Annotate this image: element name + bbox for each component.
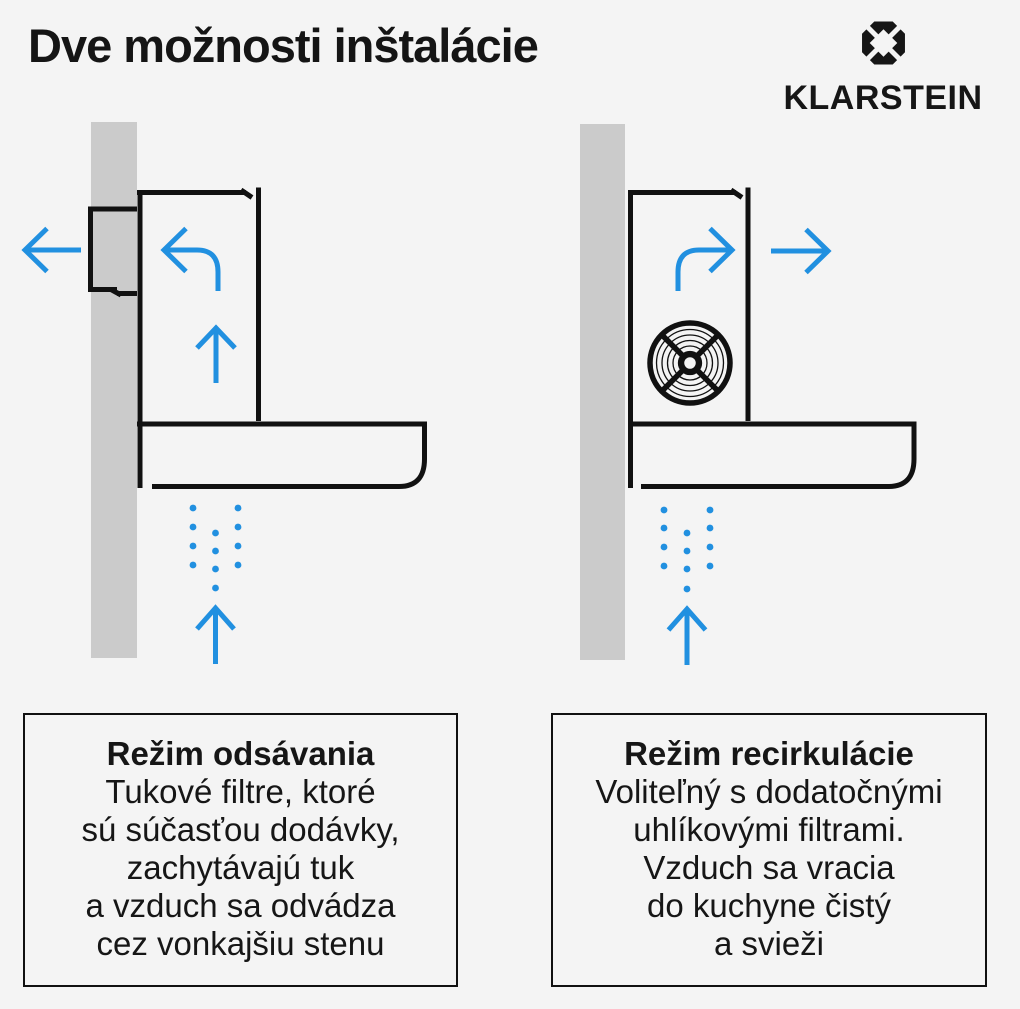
- caption-line: uhlíkovými filtrami.: [633, 811, 905, 848]
- airflow-arrow-up-chimney: [195, 324, 237, 383]
- caption-line: zachytávajú tuk: [126, 849, 355, 886]
- airflow-arrow-curved-right: [675, 226, 736, 291]
- airflow-arrow-out-left: [21, 226, 81, 274]
- airflow-arrow-out-right: [771, 227, 832, 275]
- steam-dots: [189, 504, 242, 592]
- chimney-outline: [137, 187, 261, 488]
- installation-diagrams: [21, 122, 917, 665]
- fan-icon: [647, 320, 733, 406]
- steam-dots: [660, 506, 714, 593]
- airflow-arrow-curved-left: [160, 226, 221, 291]
- caption-line: Voliteľný s dodatočnými: [595, 773, 943, 810]
- airflow-arrow-up-intake: [195, 604, 236, 664]
- airflow-arrow-up-intake: [666, 605, 708, 665]
- caption-box-recirculation: Režim recirkulácie Voliteľný s dodatočný…: [551, 713, 987, 987]
- recirculation-diagram: [580, 124, 917, 665]
- hood-body-outline: [628, 421, 917, 489]
- wall-duct-outline: [88, 206, 137, 298]
- caption-line: Vzduch sa vracia: [643, 849, 895, 886]
- caption-line: a svieži: [713, 925, 825, 962]
- caption-line: cez vonkajšiu stenu: [96, 925, 385, 962]
- klarstein-octagon-icon: [859, 20, 907, 66]
- caption-title: Režim odsávania: [106, 735, 375, 772]
- page-title: Dve možnosti inštalácie: [28, 19, 539, 72]
- caption-line: sú súčasťou dodávky,: [81, 811, 400, 848]
- exhaust-diagram: [21, 122, 427, 664]
- caption-line: do kuchyne čistý: [647, 887, 891, 924]
- caption-title: Režim recirkulácie: [624, 735, 914, 772]
- caption-line: a vzduch sa odvádza: [85, 887, 396, 924]
- caption-box-exhaust: Režim odsávania Tukové filtre, ktoré sú …: [23, 713, 458, 987]
- caption-line: Tukové filtre, ktoré: [105, 773, 376, 810]
- brand-logo: KLARSTEIN: [775, 20, 991, 118]
- brand-wordmark: KLARSTEIN: [783, 79, 983, 117]
- hood-body-outline: [137, 421, 427, 489]
- chimney-outline: [628, 187, 751, 488]
- wall: [580, 124, 625, 660]
- wall: [91, 122, 137, 658]
